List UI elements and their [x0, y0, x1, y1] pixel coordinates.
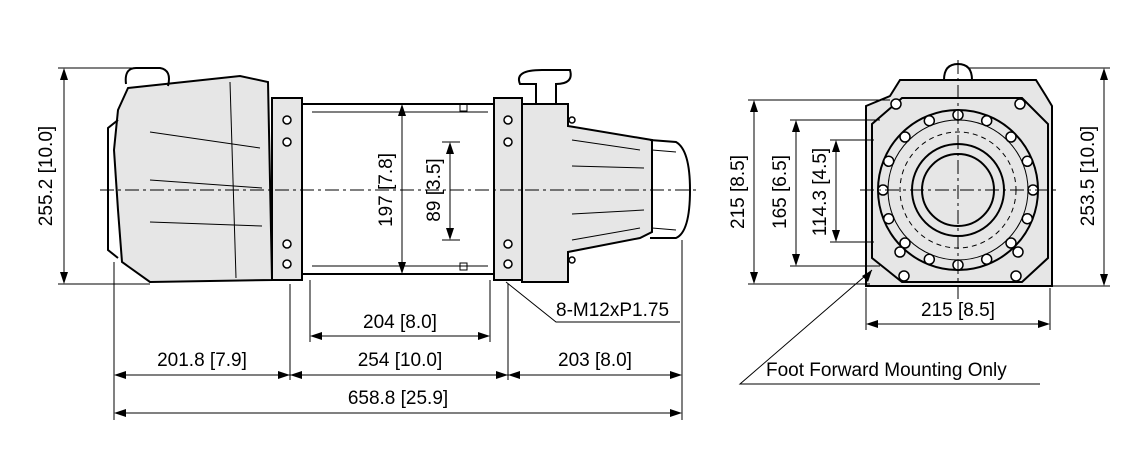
mounting-bolts	[282, 103, 576, 271]
label-mount-height: 89 [3.5]	[424, 158, 445, 221]
end-dimensions	[738, 67, 1110, 385]
label-end-114: 114.3 [4.5]	[810, 148, 831, 236]
flange-bolt	[980, 114, 993, 127]
label-motor-length: 201.8 [7.9]	[157, 350, 247, 371]
label-mounting-note: Foot Forward Mounting Only	[766, 360, 1007, 381]
side-view	[100, 67, 700, 284]
right-end-plate	[493, 97, 523, 281]
flange-bolt	[1021, 212, 1034, 225]
label-drum-height: 197 [7.8]	[376, 153, 397, 227]
end-housing	[871, 97, 1049, 283]
flange-bolt	[923, 114, 936, 127]
gearbox-housing	[521, 103, 653, 283]
flange-bolt	[980, 253, 993, 266]
end-bolts	[877, 109, 1039, 271]
label-end-height-right: 253.5 [10.0]	[1078, 126, 1099, 226]
flange-bolt	[1005, 131, 1017, 143]
drum	[301, 103, 495, 275]
gearbox-end	[649, 139, 692, 239]
label-end-width: 215 [8.5]	[921, 300, 995, 321]
label-gear-length: 203 [8.0]	[558, 350, 632, 371]
label-drum-length: 254 [10.0]	[358, 350, 443, 371]
label-overall-length: 658.8 [25.9]	[348, 388, 448, 409]
motor-housing	[112, 74, 274, 284]
flange-bolt	[899, 131, 911, 143]
dimension-labels: 255.2 [10.0] 197 [7.8] 89 [3.5] 204 [8.0…	[36, 126, 1099, 409]
side-dimensions	[58, 67, 683, 420]
label-height-left: 255.2 [10.0]	[36, 126, 57, 226]
motor-tab	[124, 67, 170, 87]
label-drum-width-inner: 204 [8.0]	[363, 312, 437, 333]
clutch-knob	[518, 69, 572, 104]
left-end-plate	[271, 97, 303, 281]
end-foot-plate	[865, 79, 1053, 287]
flange-bolt	[882, 212, 895, 225]
label-bolt-spec: 8-M12xP1.75	[556, 300, 669, 321]
end-view	[860, 60, 1060, 300]
flange-bolt	[923, 253, 936, 266]
flange-bolt	[882, 155, 895, 168]
label-end-165: 165 [6.5]	[770, 155, 791, 229]
flange-bolt	[1021, 155, 1034, 168]
flange-bolt	[899, 237, 911, 249]
flange-bolt	[1005, 237, 1017, 249]
label-end-height: 215 [8.5]	[728, 155, 749, 229]
